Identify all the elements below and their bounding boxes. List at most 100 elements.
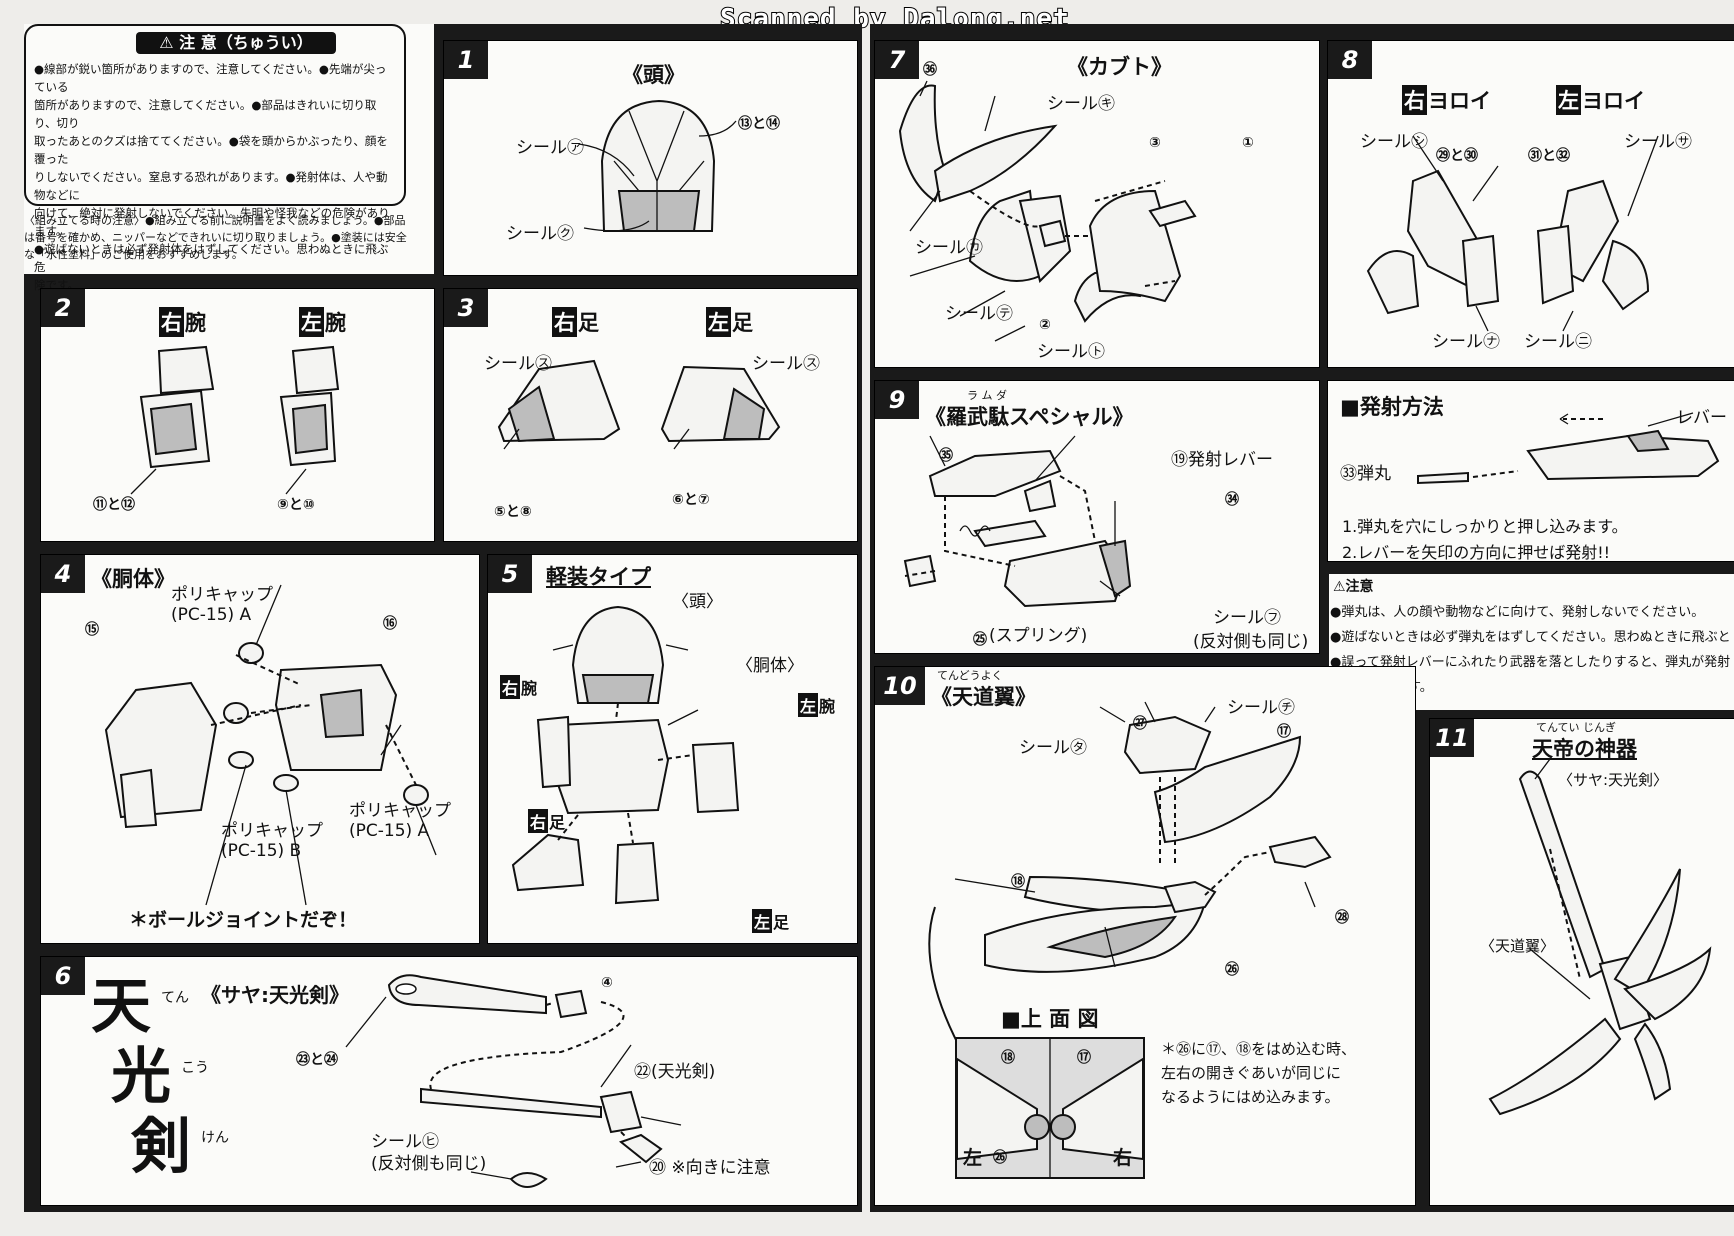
step-number: 4	[41, 555, 85, 593]
step-9-panel: 9 ラ ム ダ 《羅武駄スペシャル》 ㉟ ⑲発射レバー ㉞ ㉕ (スプリング) …	[874, 380, 1320, 654]
right-armor-title: 右ヨロイ	[1402, 85, 1491, 115]
step-3-panel: 3 右足 左足 シール㋜ シール㋜ ⑤と⑧ ⑥と⑦	[443, 288, 858, 542]
left-arm-title: 左腕	[299, 307, 346, 337]
seal-na-label: シール㋤	[1432, 332, 1500, 352]
seal-ka-label: シール㋕	[915, 238, 983, 258]
seal-ki-label: シール㋖	[1047, 94, 1115, 114]
step-number: 6	[41, 957, 85, 995]
seal-te-label: シール㋢	[945, 304, 1013, 324]
step-number: 1	[444, 41, 488, 79]
armor-illustration	[1366, 135, 1659, 332]
part-35: ㉟	[939, 448, 953, 464]
step-6-panel: 6 天 光 剣 てん こう けん 《サヤ:天光剣》 ㉓と㉔ ④ ㉒(天光剣) シ…	[40, 956, 858, 1206]
part-36: ㊱	[923, 62, 937, 78]
step-title: 《胴体》	[91, 567, 175, 591]
step-number: 7	[875, 41, 919, 79]
step-title: 天帝の神器	[1532, 737, 1637, 761]
step-title: 《羅武駄スペシャル》	[925, 405, 1134, 429]
sword-name-char-1: 天	[91, 972, 151, 1042]
lever-label: レバー	[1676, 408, 1727, 428]
polycap-a-top-label: ポリキャップ(PC-15) A	[171, 585, 273, 625]
warning-title: ⚠注意	[1333, 579, 1374, 595]
part-20-note: ⑳ ※向きに注意	[649, 1158, 771, 1178]
seal-ku-label: シール㋗	[506, 224, 574, 244]
step-title: 軽装タイプ	[546, 565, 651, 589]
top-view-note: ＊㉖に⑰、⑱をはめ込む時、 左右の開きぐあいが同じに なるようにはめ込みます。	[1161, 1040, 1357, 1106]
seal-a-label: シール㋐	[516, 138, 584, 158]
seal-su-left: シール㋜	[752, 354, 820, 374]
seal-su-right: シール㋜	[484, 354, 552, 374]
light-type-illustration	[511, 605, 740, 905]
step-number: 8	[1328, 41, 1372, 79]
title-furigana: てんどうよく	[937, 669, 1003, 682]
parts-6-7: ⑥と⑦	[672, 492, 710, 508]
step-number: 11	[1430, 719, 1474, 757]
topview-part-17: ⑰	[1077, 1050, 1091, 1066]
sheath-sword-illustration	[345, 974, 682, 1188]
body-label: 〈胴体〉	[736, 656, 804, 676]
seal-shi-label: シール㋛	[1360, 132, 1428, 152]
step-1-panel: 1 《頭》 ⑬と⑭ シール㋐ シール㋗	[443, 40, 858, 276]
wings-label: 〈天道翼〉	[1480, 937, 1556, 955]
caution-box: ⚠ 注 意（ちゅうい） ●線部が鋭い箇所がありますので、注意してください。●先端…	[24, 24, 406, 292]
part-4: ④	[601, 975, 613, 991]
launch-step-1: 1.弾丸を穴にしっかりと押し込みます。	[1342, 517, 1628, 536]
step-number: 9	[875, 381, 919, 419]
step-10-panel: 10 てんどうよく 《天道翼》 ㉗ シール㋠ ⑰ シール㋟ ⑱ ㉘ ㉖ ■上 面…	[874, 666, 1416, 1206]
right-arm-title: 右腕	[159, 307, 206, 337]
right-leg-label: 右足	[528, 809, 565, 833]
top-view-title: ■上 面 図	[1001, 1007, 1099, 1031]
part-17: ⑰	[1277, 724, 1291, 740]
parts-11-12: ⑪と⑫	[93, 497, 135, 513]
left-armor-title: 左ヨロイ	[1556, 85, 1645, 115]
top-view-drawing	[957, 1039, 1143, 1177]
step-5-panel: 5 軽装タイプ 〈頭〉 〈胴体〉 右腕 左腕 右足 左足	[487, 554, 858, 944]
step-7-panel: 7 《カブト》 ㊱ シール㋖ ③ ① シール㋕ シール㋢ ② シール㋣	[874, 40, 1320, 368]
wing-illustration	[928, 701, 1332, 1065]
part-18: ⑱	[1011, 874, 1025, 890]
seal-ta-label: シール㋟	[1019, 738, 1087, 758]
step-title: 《カブト》	[1067, 55, 1172, 79]
sword-part-22-label: ㉒(天光剣)	[634, 1062, 716, 1082]
left-arm-label: 左腕	[798, 693, 835, 717]
left-leg-label: 左足	[752, 909, 789, 933]
furigana-1: てん	[161, 990, 189, 1006]
ball-joint-note: ＊ボールジョイントだぞ！	[129, 909, 358, 931]
seal-fu-note: (反対側も同じ)	[1193, 632, 1309, 652]
part-26: ㉖	[1225, 962, 1239, 978]
torso-illustration	[104, 584, 437, 906]
part-27: ㉗	[1133, 716, 1147, 732]
step-title: 《サヤ:天光剣》	[201, 983, 349, 1007]
title-furigana: ラ ム ダ	[967, 389, 1007, 402]
parts-13-14: ⑬と⑭	[738, 116, 780, 132]
launch-step-2: 2.レバーを矢印の方向に押せば発射!!	[1342, 543, 1611, 562]
step-2-panel: 2 右腕 左腕 ⑪と⑫ ⑨と⑩	[40, 288, 435, 542]
part-16: ⑯	[383, 616, 397, 632]
caution-text: ●線部が鋭い箇所がありますので、注意してください。●先端が尖っている 箇所があり…	[34, 62, 390, 292]
launcher-illustration	[903, 435, 1132, 608]
topview-left-label: 左	[963, 1147, 983, 1169]
bullet-label: ㉝弾丸	[1340, 464, 1391, 484]
caution-title: ⚠ 注 意（ちゅうい）	[136, 32, 336, 54]
sword-name-char-3: 剣	[131, 1112, 191, 1182]
seal-fu-label: シール㋫	[1213, 608, 1281, 628]
part-2: ②	[1039, 317, 1051, 333]
spring-label: (スプリング)	[989, 626, 1088, 646]
right-leg-title: 右足	[552, 307, 599, 337]
seal-ni-label: シール㋥	[1524, 332, 1592, 352]
polycap-a-right-label: ポリキャップ(PC-15) A	[349, 801, 451, 841]
assembly-note: 〈組み立てる時の注意〉●組み立てる前に説明書をよく読みましょう。●部品は番号を確…	[24, 214, 407, 261]
part-25: ㉕	[973, 632, 987, 648]
parts-23-24: ㉓と㉔	[296, 1052, 338, 1068]
helmet-illustration	[898, 80, 1197, 342]
head-label: 〈頭〉	[672, 592, 723, 612]
seal-chi-label: シール㋠	[1227, 698, 1295, 718]
part-15: ⑮	[85, 622, 99, 638]
step-title: 《天道翼》	[931, 685, 1036, 709]
part-34: ㉞	[1225, 492, 1239, 508]
topview-part-26: ㉖	[993, 1150, 1007, 1166]
top-view-diagram: ⑱ ⑰ 左 ㉖ 右	[955, 1037, 1145, 1179]
parts-9-10: ⑨と⑩	[277, 497, 315, 513]
step-4-panel: 4 《胴体》 ポリキャップ(PC-15) A ⑮ ⑯ ポリキャップ(PC-15)…	[40, 554, 480, 944]
part-1: ①	[1242, 135, 1254, 151]
